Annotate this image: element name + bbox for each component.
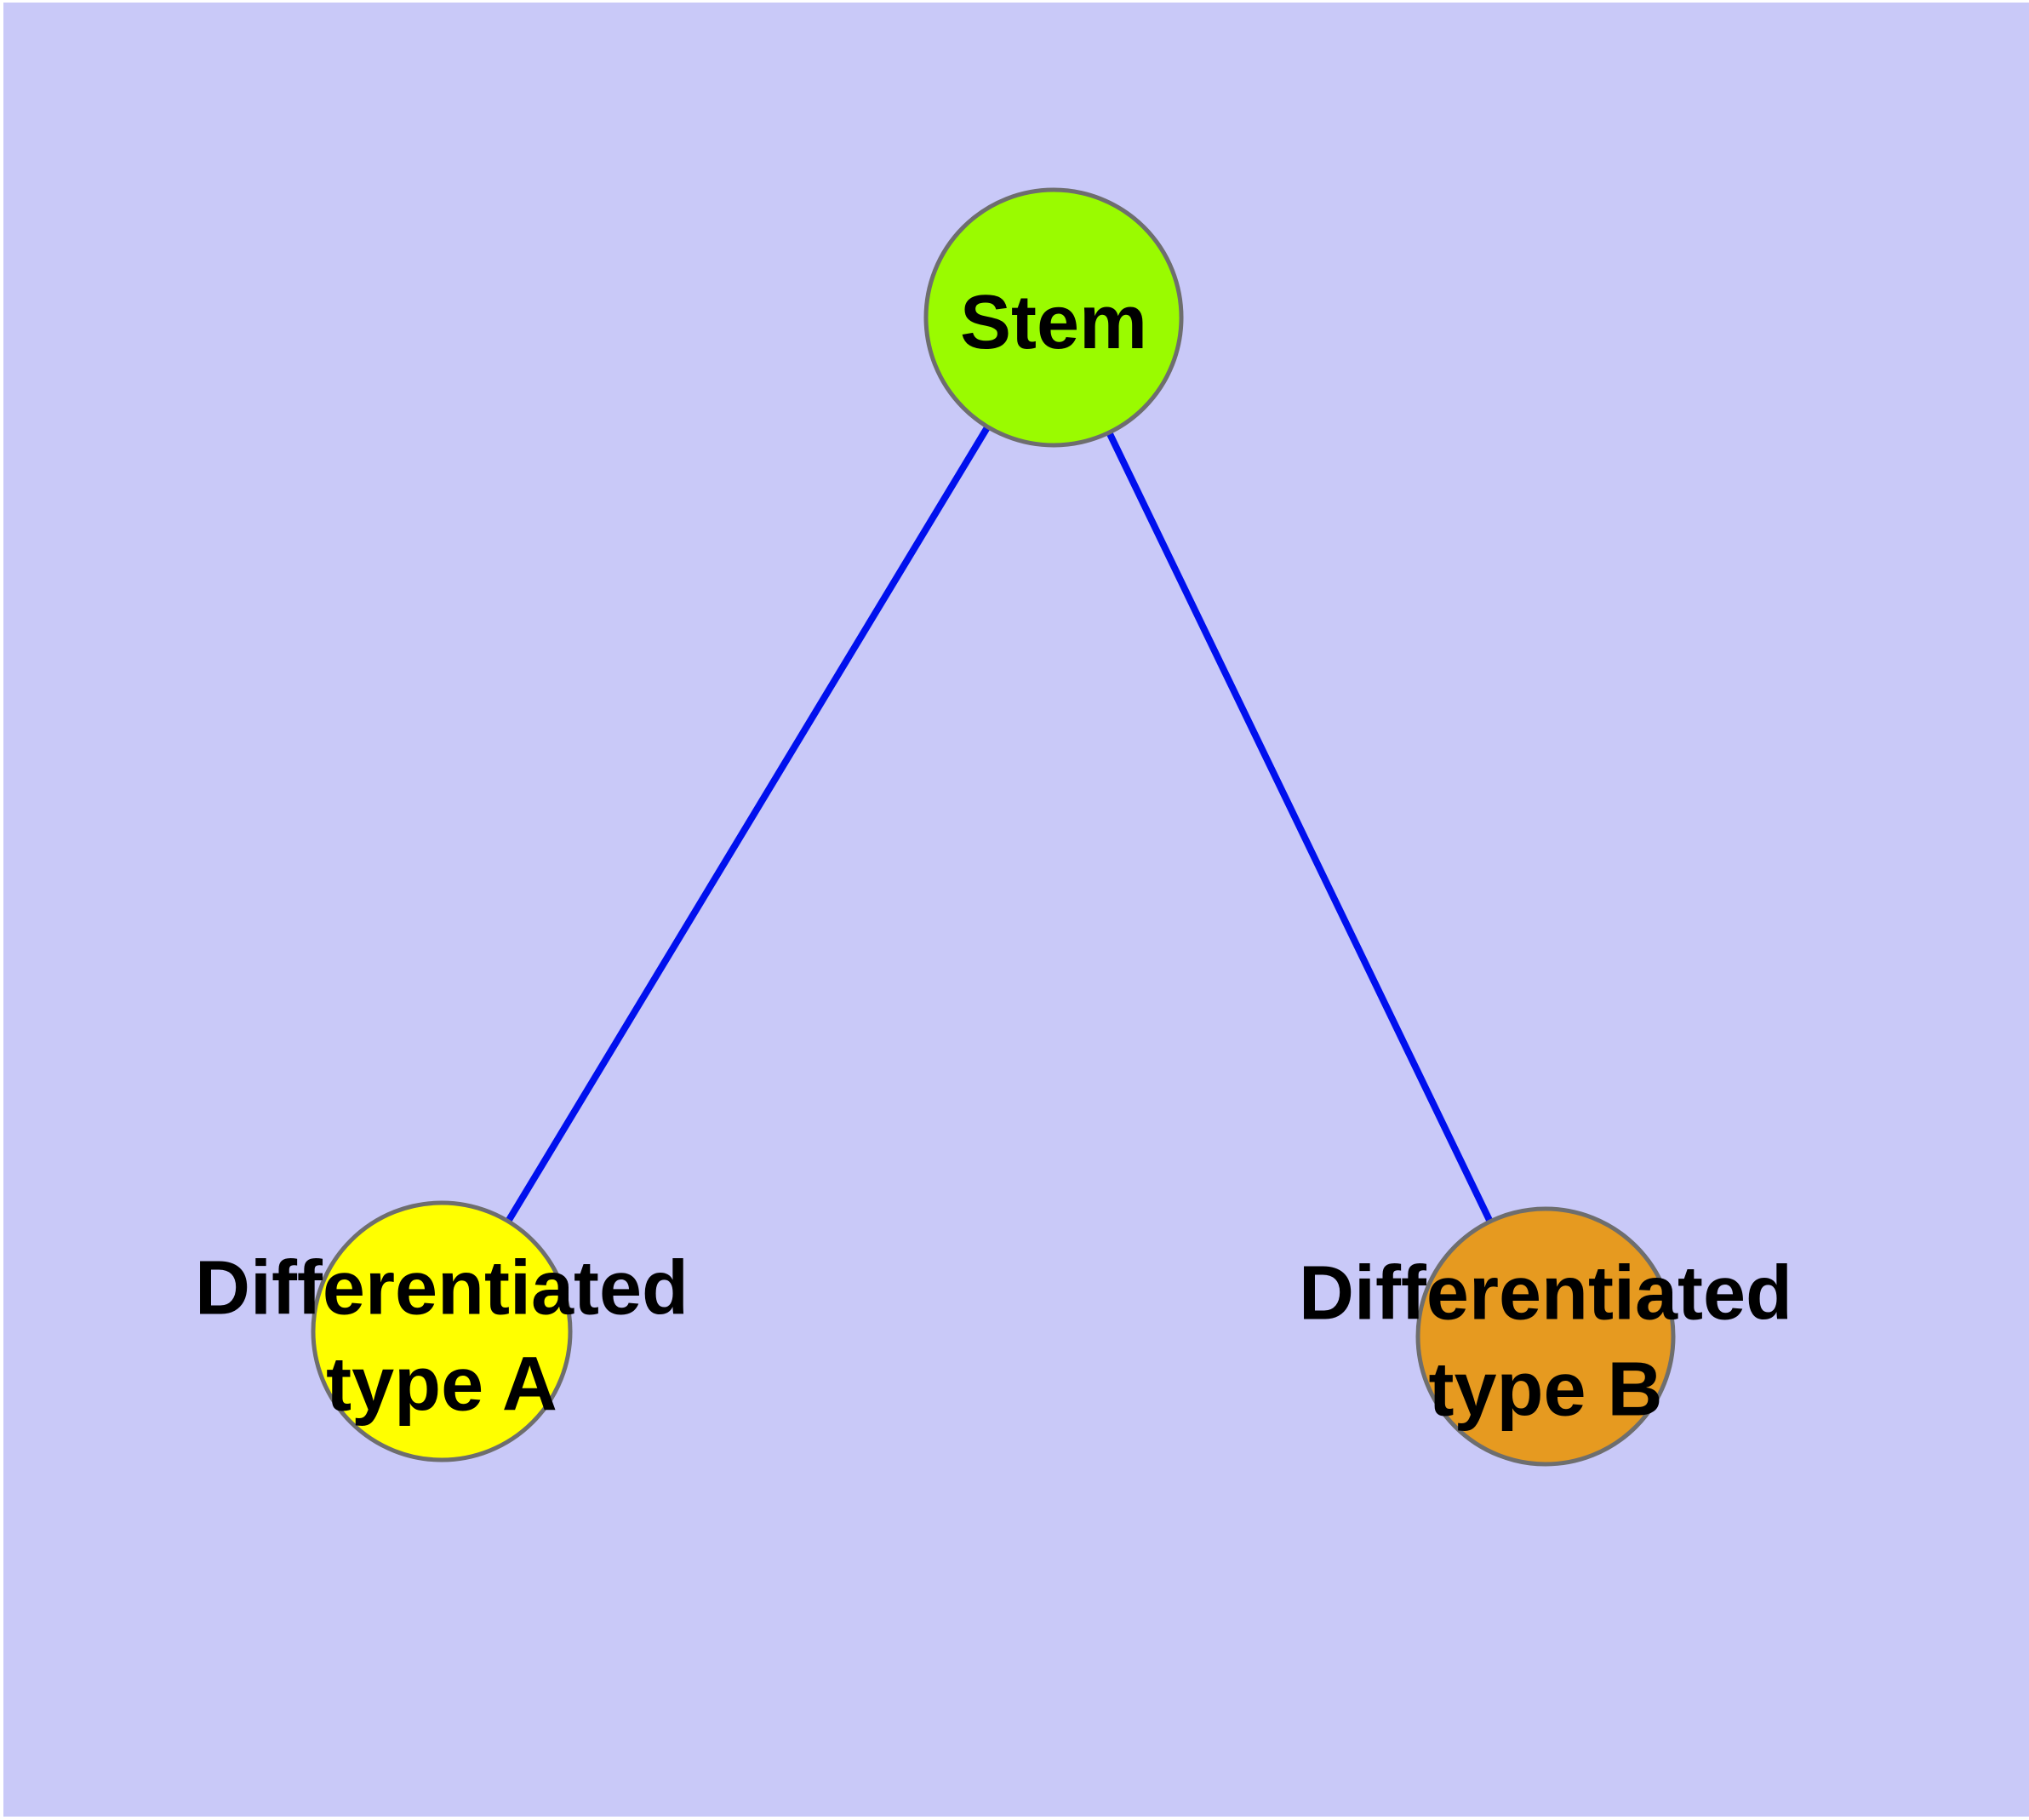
graph-node-typeA xyxy=(311,1200,573,1462)
graph-node-stem xyxy=(923,187,1184,448)
graph-edge-stem-typeB xyxy=(1050,316,1549,1338)
edges-layer xyxy=(438,315,1549,1338)
node-label-stem: Stem xyxy=(960,280,1147,365)
graph-node-typeB xyxy=(1415,1206,1676,1467)
graph-edge-stem-typeA xyxy=(438,315,1057,1334)
